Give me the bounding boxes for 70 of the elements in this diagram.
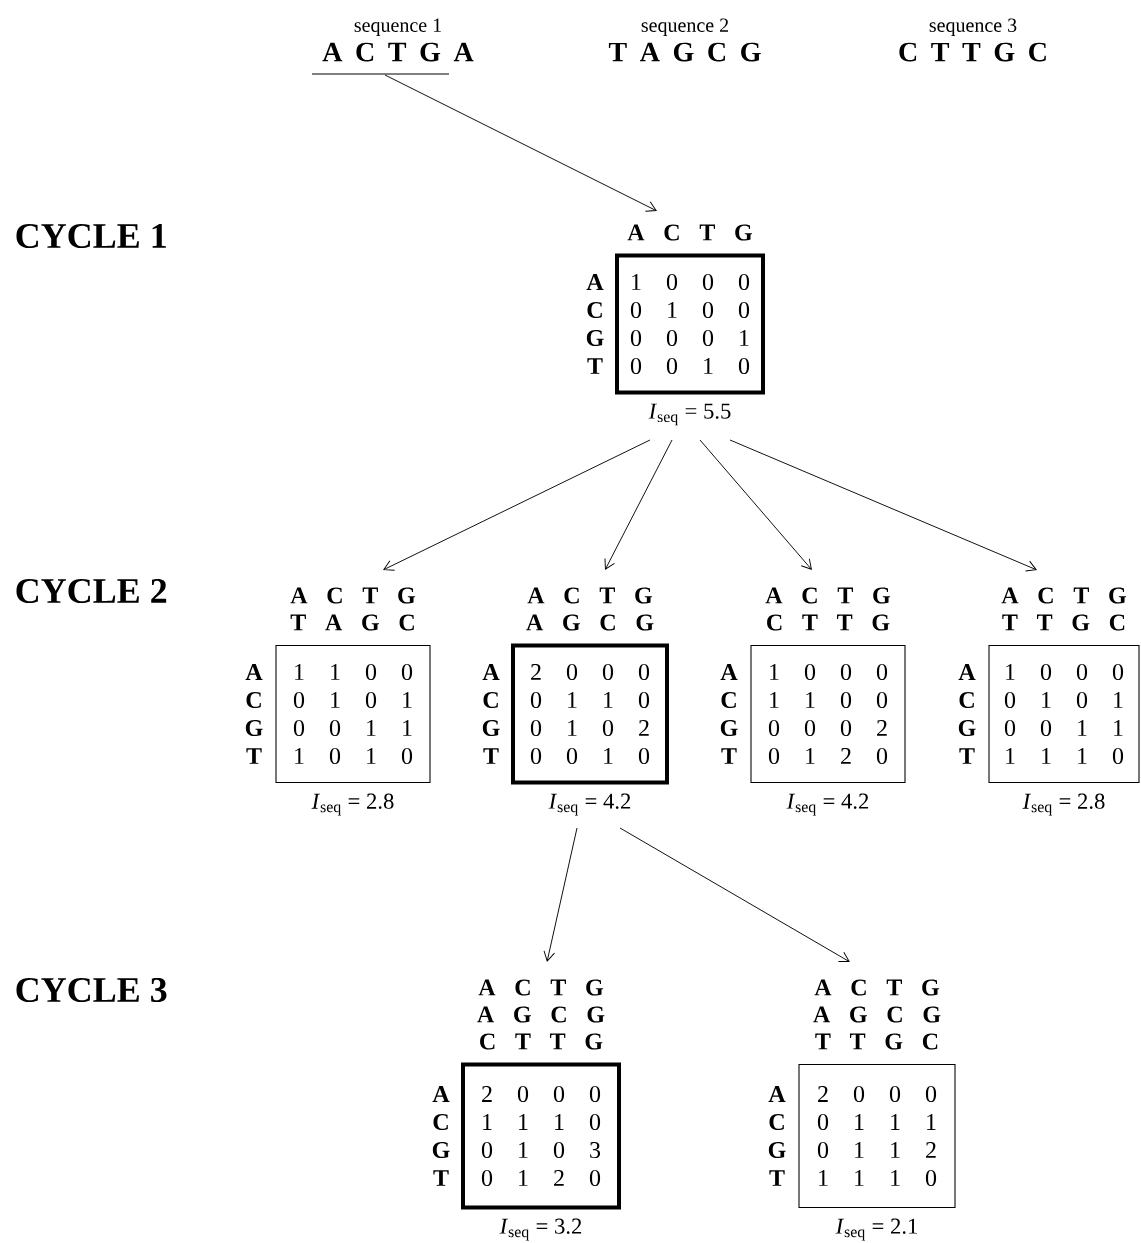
arrow — [699, 439, 812, 570]
matrix-box: 2 0 0 0 1 1 1 0 0 1 0 3 0 1 2 0 — [461, 1062, 621, 1210]
row-label: C — [246, 691, 261, 709]
arrow — [384, 74, 657, 212]
row-label: A — [958, 664, 976, 680]
row-label: A — [245, 664, 263, 680]
column-header: A C T G — [814, 979, 940, 996]
column-header: A C T G — [1001, 587, 1127, 604]
row-label: C — [433, 1113, 448, 1131]
sequence-text: sequence 1 A C T G A — [322, 18, 474, 62]
row-label: G — [432, 1141, 450, 1159]
row-label: T — [587, 358, 603, 374]
row-label: T — [483, 748, 499, 764]
score-label: I$_{seq}$ = 2.8 — [311, 793, 394, 816]
column-header: A G C G — [477, 1006, 605, 1023]
score-label: I$_{seq}$ = 4.2 — [786, 793, 869, 816]
row-label: G — [720, 719, 738, 737]
row-label: G — [958, 719, 976, 737]
sequence-text: sequence 3 C T T G C — [899, 18, 1046, 62]
score-label: I$_{seq}$ = 5.5 — [648, 403, 731, 426]
matrix-box: 1 0 0 0 0 1 0 0 0 0 0 1 0 0 1 0 — [615, 253, 765, 395]
cycle-label: CYCLE 3 — [16, 977, 167, 1003]
column-header: T T G C — [1002, 614, 1125, 631]
row-label: G — [586, 329, 604, 347]
row-label: A — [768, 1086, 786, 1102]
row-label: A — [432, 1086, 450, 1102]
column-header: A C T G — [478, 979, 604, 996]
cycle-label: CYCLE 1 — [16, 223, 166, 249]
column-header: A C T G — [765, 587, 891, 604]
column-header: A C T G — [627, 224, 753, 241]
row-label: T — [769, 1170, 785, 1186]
matrix-box: 1 0 0 0 0 1 0 1 0 0 1 1 1 1 1 0 — [988, 644, 1140, 784]
arrow — [619, 827, 850, 962]
column-header: A C T G — [527, 587, 653, 604]
matrix-box: 1 0 0 0 1 1 0 0 0 0 0 2 0 1 2 0 — [750, 644, 906, 784]
row-label: T — [959, 748, 975, 764]
column-header: A G C G — [526, 614, 654, 631]
row-label: C — [483, 691, 498, 709]
score-label: I$_{seq}$ = 4.2 — [548, 793, 631, 816]
row-label: T — [246, 748, 262, 764]
row-label: C — [587, 301, 602, 319]
matrix-box: 2 0 0 0 0 1 1 1 0 1 1 2 1 1 1 0 — [798, 1063, 956, 1209]
row-label: A — [482, 664, 500, 680]
arrow — [383, 439, 651, 571]
column-header: A G C G — [813, 1006, 941, 1023]
arrow — [604, 439, 673, 570]
column-header: C T T G — [480, 1033, 603, 1050]
cycle-label: CYCLE 2 — [16, 578, 167, 604]
score-label: I$_{seq}$ = 2.8 — [1022, 793, 1105, 816]
row-label: A — [720, 664, 738, 680]
matrix-box: 2 0 0 0 0 1 1 0 0 1 0 2 0 0 1 0 — [511, 643, 669, 785]
row-label: G — [768, 1141, 786, 1159]
column-header: C T T G — [767, 614, 890, 631]
row-label: A — [586, 274, 604, 290]
row-label: C — [959, 691, 974, 709]
row-label: C — [721, 691, 736, 709]
row-label: G — [245, 719, 263, 737]
column-header: A C T G — [290, 587, 416, 604]
matrix-box: 1 1 0 0 0 1 0 1 0 0 1 1 1 0 1 0 — [275, 644, 431, 784]
arrow — [543, 827, 578, 962]
row-label: T — [433, 1170, 449, 1186]
score-label: I$_{seq}$ = 2.1 — [835, 1218, 917, 1241]
row-label: T — [721, 748, 737, 764]
row-label: G — [482, 719, 500, 737]
arrow — [729, 439, 1037, 572]
sequence-text: sequence 2 T A G C G — [608, 18, 761, 62]
column-header: T A G C — [290, 614, 414, 631]
row-label: C — [769, 1113, 784, 1131]
score-label: I$_{seq}$ = 3.2 — [499, 1218, 582, 1241]
column-header: T T G C — [815, 1033, 938, 1050]
